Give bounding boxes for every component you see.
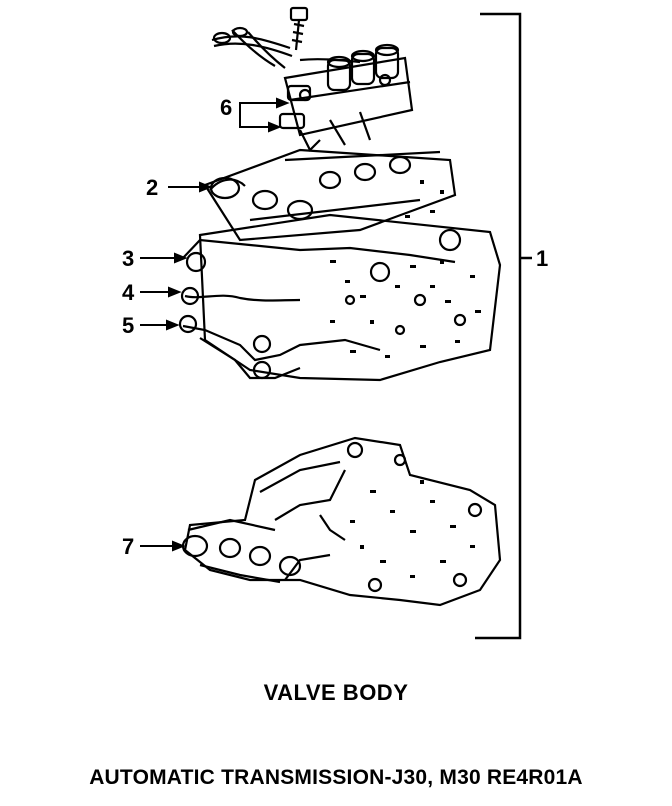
lower-plate-passages <box>350 480 475 578</box>
callout-2: 2 <box>146 175 158 200</box>
diagram-title: VALVE BODY <box>263 680 409 705</box>
upper-valve-body <box>178 148 502 382</box>
callout-1: 1 <box>536 246 548 271</box>
callout-6: 6 <box>220 95 232 120</box>
callout-5: 5 <box>122 313 134 338</box>
leader-lines <box>140 97 290 552</box>
diagram-subtitle: AUTOMATIC TRANSMISSION-J30, M30 RE4R01A <box>89 766 583 789</box>
solenoid-harness-assembly <box>211 6 414 152</box>
assembly-bracket <box>475 12 532 640</box>
callout-7: 7 <box>122 534 134 559</box>
lower-valve-body <box>181 436 502 607</box>
callout-3: 3 <box>122 246 134 271</box>
callout-4: 4 <box>122 280 135 305</box>
upper-plate-passages <box>330 180 481 358</box>
